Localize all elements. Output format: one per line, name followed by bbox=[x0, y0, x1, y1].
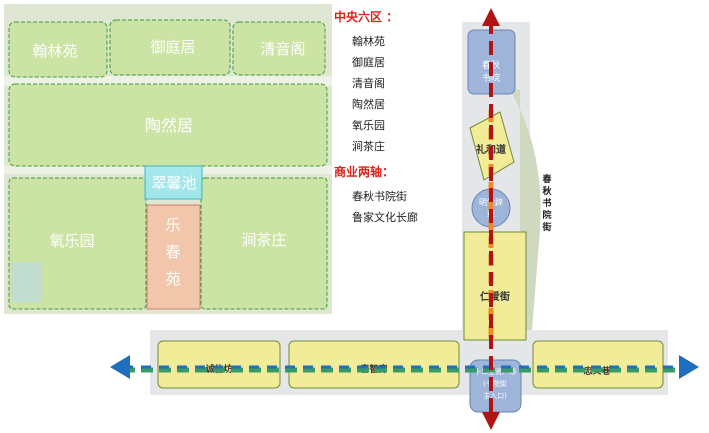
label-lechunyuan-2: 春 bbox=[165, 243, 180, 261]
label-chunqiu-street-5: 街 bbox=[541, 221, 551, 233]
legend-district-item: 清音阁 bbox=[352, 77, 385, 90]
zone-renaijie bbox=[463, 231, 527, 341]
legend-heading-axes: 商业两轴： bbox=[334, 165, 395, 179]
label-chunqiu-street-3: 书 bbox=[542, 197, 551, 209]
legend-district-item: 涧茶庄 bbox=[352, 140, 385, 153]
legend-district-item: 御庭居 bbox=[352, 56, 385, 69]
label-yutingju: 御庭居 bbox=[150, 38, 195, 56]
label-lechunyuan-3: 苑 bbox=[165, 270, 180, 288]
legend-axis-item: 鲁家文化长廊 bbox=[352, 211, 418, 224]
zone-cuixinchi bbox=[144, 165, 203, 200]
road-band-top bbox=[4, 76, 332, 86]
label-chunqiu-street-2: 秋 bbox=[541, 185, 552, 197]
label-plaza-2: (书院街 bbox=[483, 379, 507, 388]
label-chunqiu-street-1: 春 bbox=[541, 173, 552, 185]
label-plaza-3: 主入口) bbox=[483, 391, 507, 400]
label-chunqiu-street-4: 院 bbox=[542, 209, 551, 221]
legend-district-item: 氧乐园 bbox=[352, 119, 385, 132]
label-qingyinge: 清音阁 bbox=[260, 40, 305, 58]
label-yangleyuan: 氧乐园 bbox=[49, 232, 94, 250]
legend-district-item: 陶然居 bbox=[352, 98, 385, 111]
swimming-pool-marker bbox=[12, 262, 42, 302]
zone-hanlinyuan bbox=[8, 21, 108, 78]
zone-zhongyixiang bbox=[532, 340, 664, 389]
zone-chunzhilang bbox=[288, 340, 460, 389]
legend-district-item: 翰林苑 bbox=[352, 35, 385, 48]
zone-yangleyuan bbox=[8, 177, 147, 310]
zone-qingyinge bbox=[232, 21, 326, 76]
label-renaijie: 仁爱街 bbox=[480, 290, 510, 303]
landscape-strip bbox=[510, 90, 541, 330]
arrow-up-icon bbox=[482, 8, 500, 26]
arrow-left-icon bbox=[110, 355, 130, 379]
zone-lechunyuan bbox=[146, 204, 201, 310]
zone-chengxinfang bbox=[157, 340, 281, 389]
label-chunqiu-shuyuan-2: 书院 bbox=[482, 72, 500, 84]
legend-panel: 中央六区 ： 翰林苑 御庭居 清音阁 陶然居 氧乐园 涧茶庄 商业两轴： 春秋书… bbox=[334, 8, 434, 228]
arrow-down-icon bbox=[482, 412, 500, 430]
label-jianchazhuang: 涧茶庄 bbox=[241, 231, 286, 249]
legend-axis-item: 春秋书院街 bbox=[352, 190, 407, 203]
zone-yutingju bbox=[109, 19, 231, 76]
label-cuixinchi: 翠馨池 bbox=[151, 174, 196, 192]
label-lechunyuan-1: 乐 bbox=[165, 216, 180, 234]
label-taoranju: 陶然居 bbox=[145, 116, 193, 135]
arrow-right-icon bbox=[679, 355, 699, 379]
label-hanlinyuan: 翰林苑 bbox=[32, 42, 77, 60]
legend-heading-districts: 中央六区 ： bbox=[334, 10, 399, 24]
zone-jianchazhuang bbox=[200, 177, 328, 310]
